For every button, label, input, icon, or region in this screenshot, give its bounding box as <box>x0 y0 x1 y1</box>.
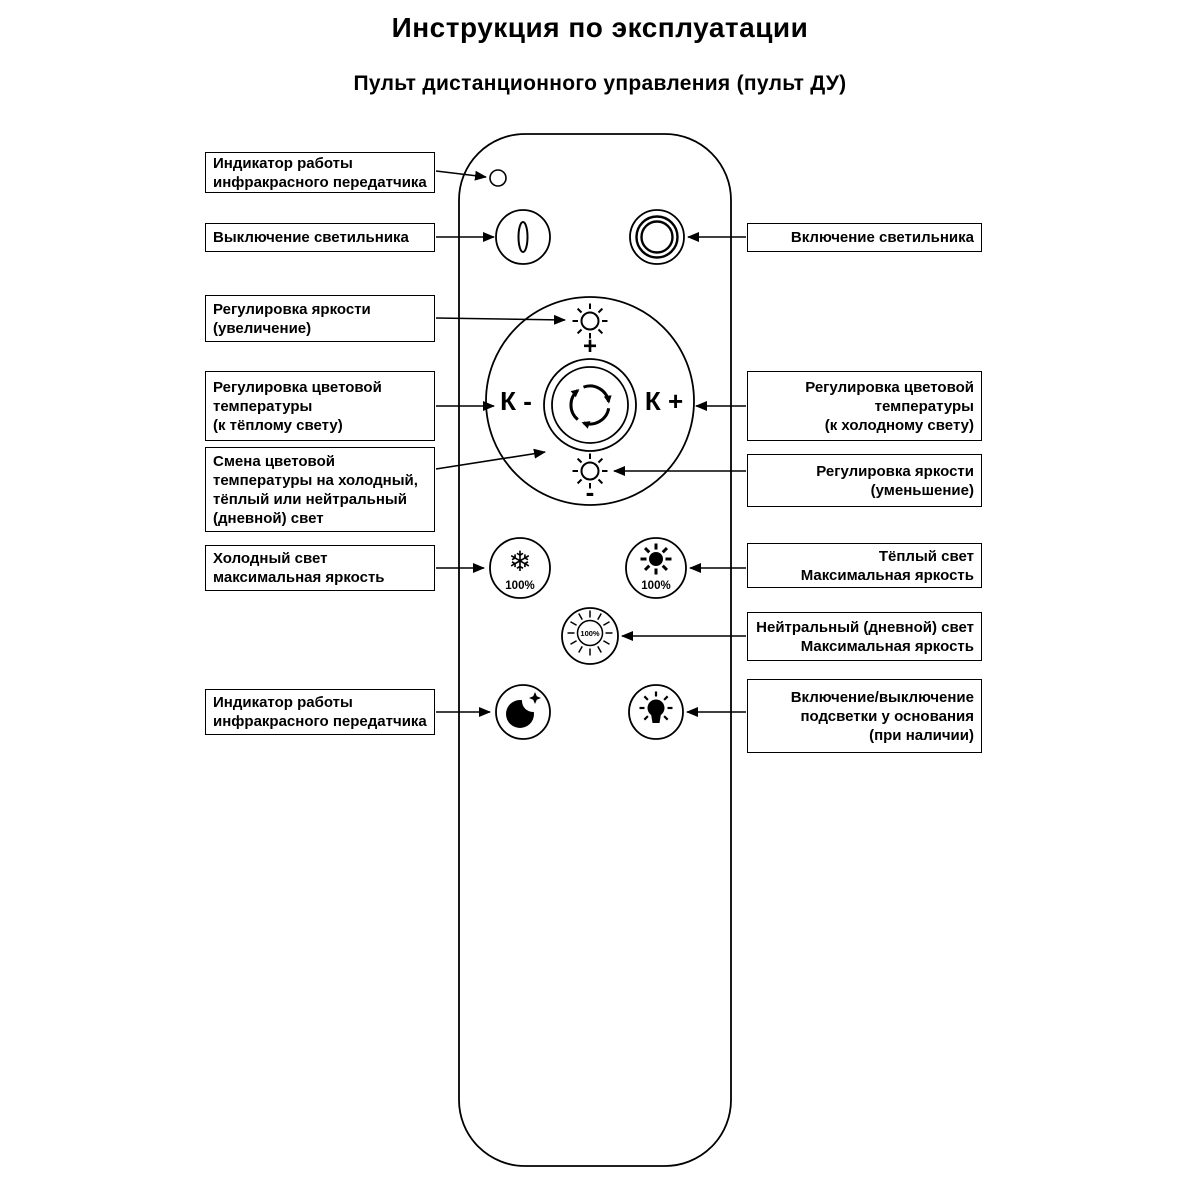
warm-max-button: 100% <box>625 537 687 599</box>
base-light-button <box>628 684 684 740</box>
page-title: Инструкция по эксплуатации <box>391 12 809 43</box>
k-minus-button: К - <box>500 386 532 416</box>
filled-sun-icon <box>640 543 672 575</box>
cycle-arrows-icon <box>569 384 612 429</box>
power-on-mid-ring <box>635 215 679 259</box>
brightness-down-icon <box>572 453 608 489</box>
color-cycle-button <box>543 358 637 452</box>
star-icon <box>529 692 541 704</box>
label-ir-indicator-top: Индикатор работы инфракрасного передатчи… <box>205 152 435 193</box>
ir-indicator-light <box>489 169 507 187</box>
label-power-on: Включение светильника <box>747 223 982 252</box>
arrow-color-change <box>435 448 546 470</box>
brightness-up-icon <box>572 303 608 339</box>
neutral-max-button: 100% <box>561 607 619 665</box>
brightness-plus-sign: + <box>583 333 597 360</box>
cold-max-percent: 100% <box>505 580 534 592</box>
callout-arrows-right <box>613 232 746 717</box>
arrow-ir-indicator <box>435 170 487 181</box>
label-warm-max: Тёплый свет Максимальная яркость <box>747 543 982 588</box>
power-off-button <box>495 209 551 265</box>
power-on-inner-ring <box>640 220 674 254</box>
label-brightness-up: Регулировка яркости (увеличение) <box>205 295 435 342</box>
label-brightness-down: Регулировка яркости (уменьшение) <box>747 454 982 507</box>
label-k-warm: Регулировка цветовой температуры (к тёпл… <box>205 371 435 441</box>
power-off-bar-icon <box>517 221 529 253</box>
warm-max-percent: 100% <box>641 580 670 592</box>
bulb-icon <box>639 691 673 723</box>
neutral-max-percent: 100% <box>580 629 600 638</box>
label-base-light: Включение/выключение подсветки у основан… <box>747 679 982 753</box>
brightness-minus-sign: - <box>586 477 595 507</box>
power-on-button <box>629 209 685 265</box>
label-neutral-max: Нейтральный (дневной) свет Максимальная … <box>747 612 982 661</box>
label-k-cold: Регулировка цветовой температуры (к холо… <box>747 371 982 441</box>
snowflake-icon: ❄ <box>508 546 531 577</box>
outline-sun-icon <box>567 610 613 656</box>
label-power-off: Выключение светильника <box>205 223 435 252</box>
page-subtitle: Пульт дистанционного управления (пульт Д… <box>353 72 847 95</box>
moon-icon <box>506 690 544 728</box>
power-off-ring <box>495 209 551 265</box>
callout-arrows-left <box>435 170 566 717</box>
k-plus-button: К + <box>645 386 683 416</box>
power-on-outer-ring <box>629 209 685 265</box>
label-night-mode: Индикатор работы инфракрасного передатчи… <box>205 689 435 735</box>
arrow-brightness-up <box>435 314 566 325</box>
cold-max-button: ❄ 100% <box>489 537 551 599</box>
label-cold-max: Холодный свет максимальная яркость <box>205 545 435 591</box>
night-mode-button <box>495 684 551 740</box>
label-color-change: Смена цветовой температуры на холодный, … <box>205 447 435 532</box>
